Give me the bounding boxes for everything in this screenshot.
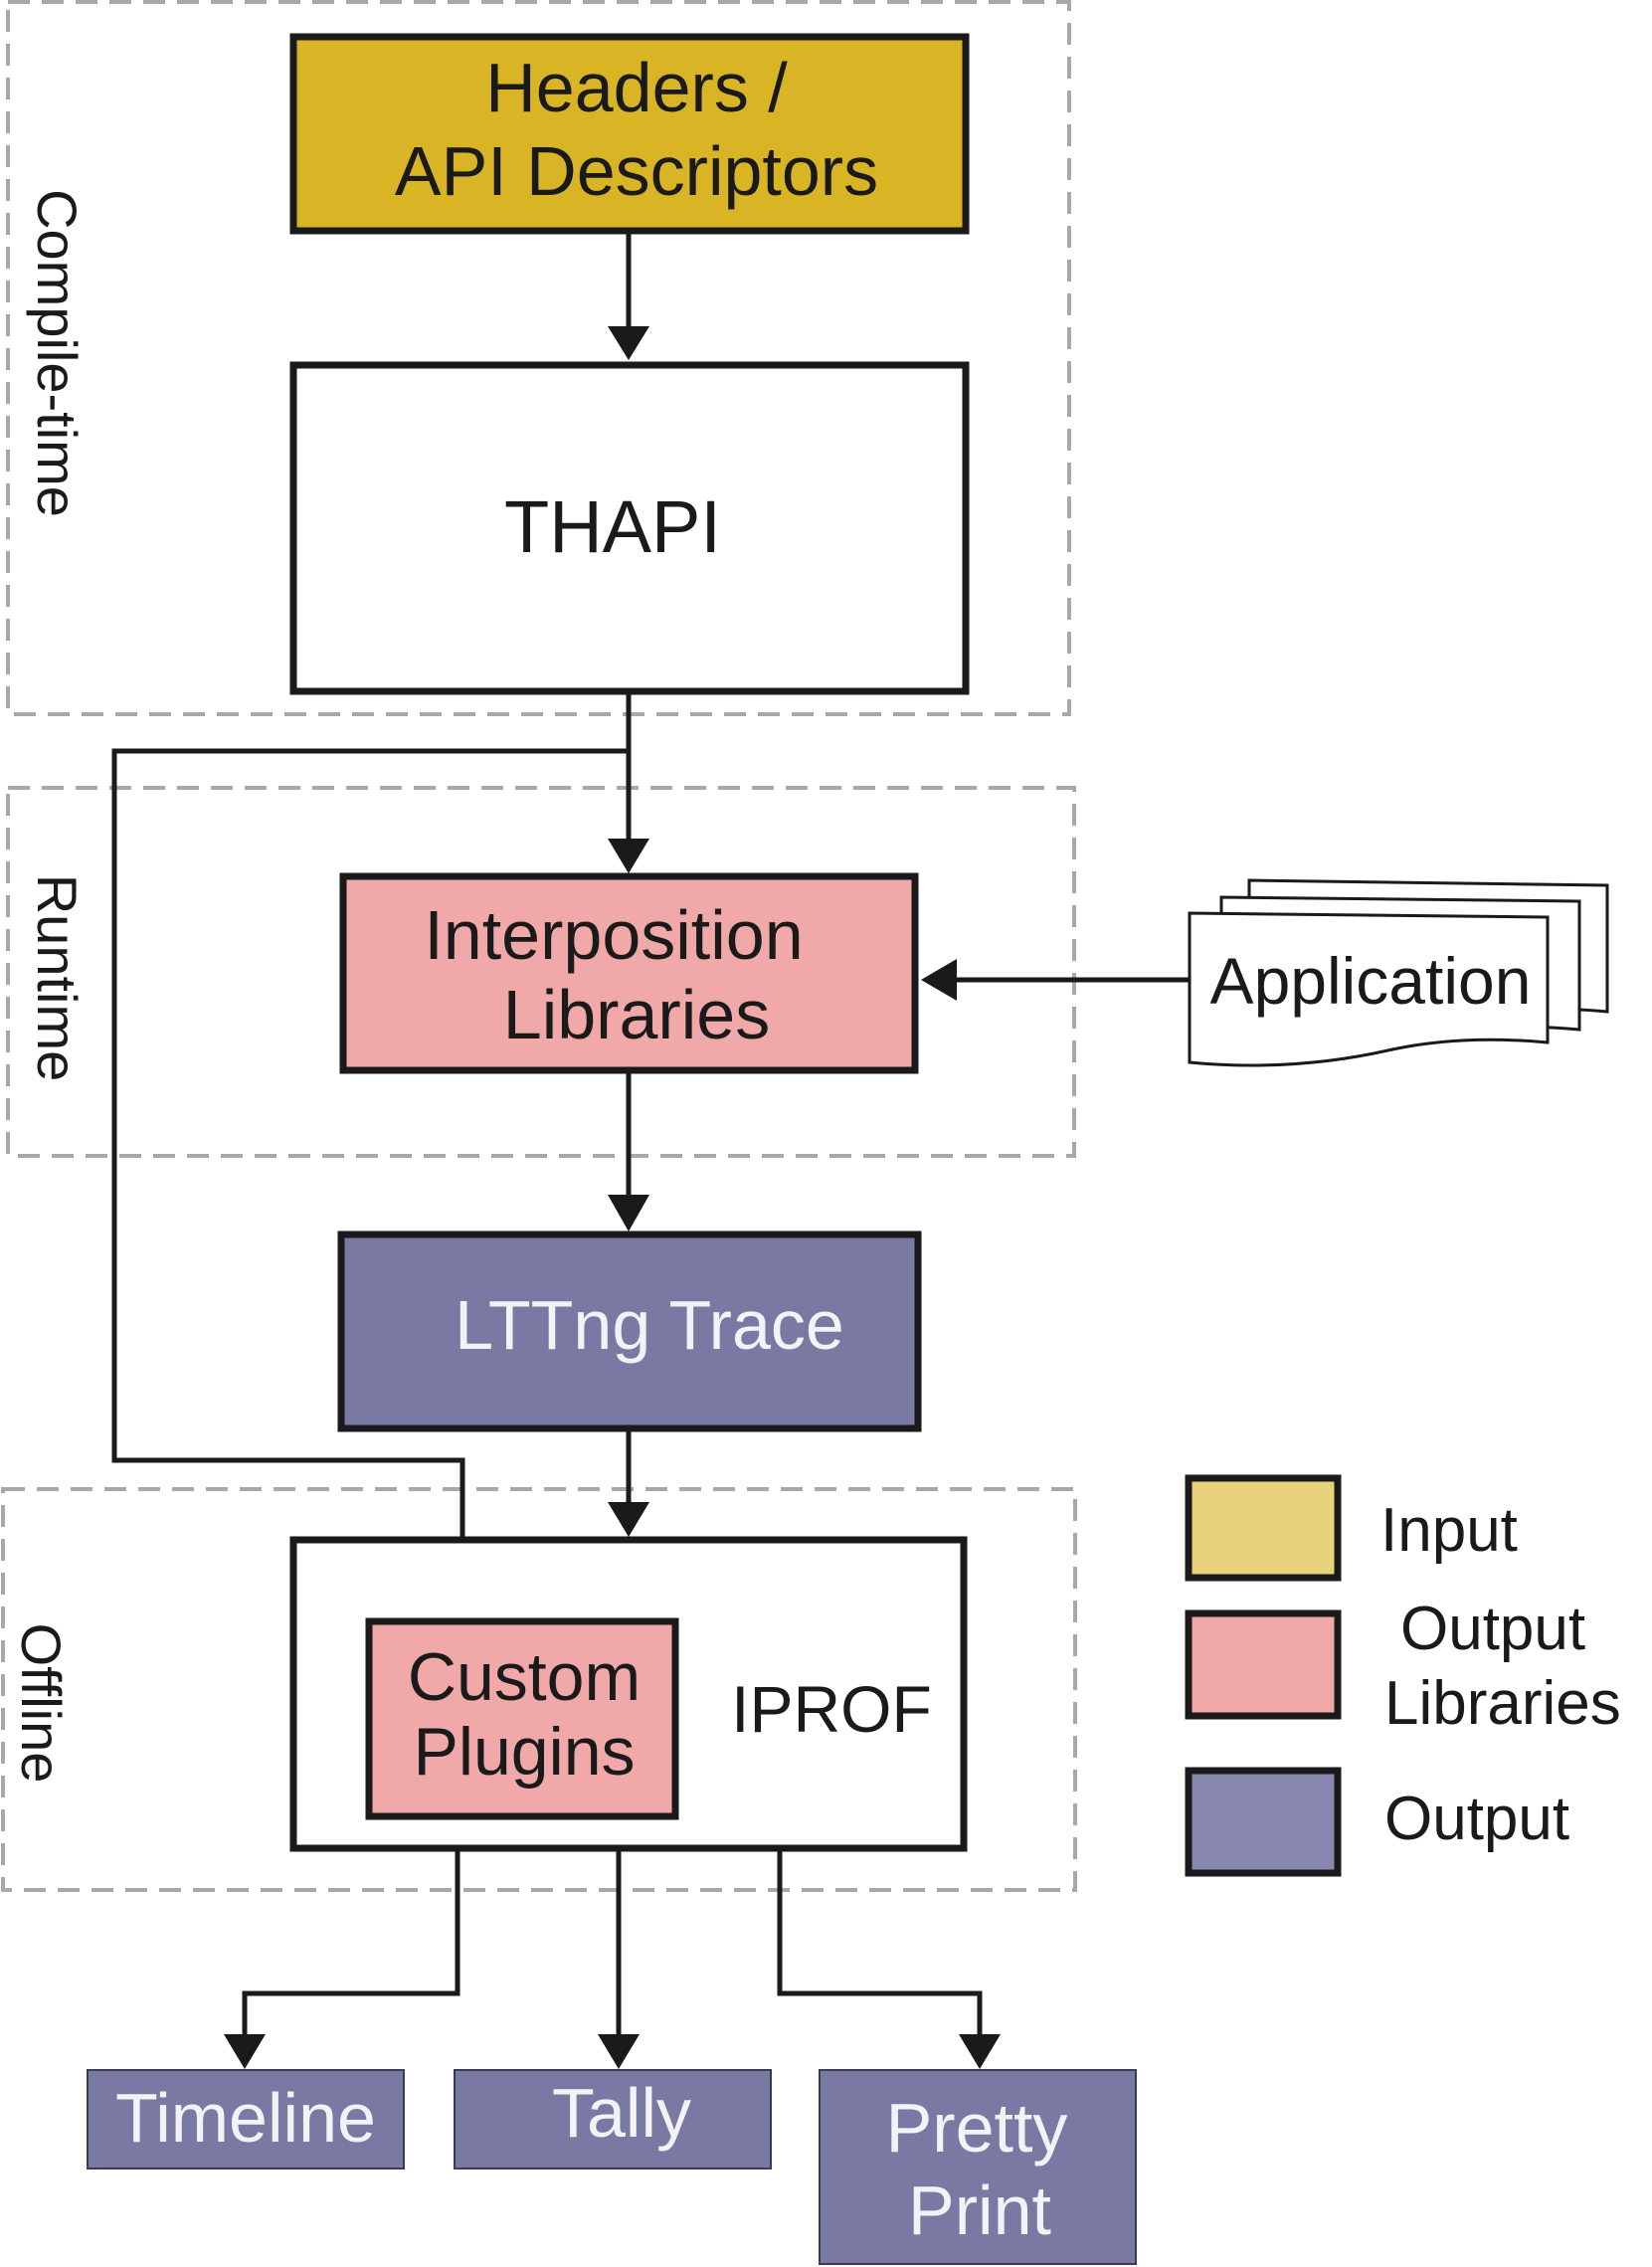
iprof-to-timeline-connector <box>242 1850 460 2036</box>
arrowhead-lttng-to-iprof <box>608 1502 649 1537</box>
interposition-label-line2: Libraries <box>503 976 770 1053</box>
interposition-libraries-box <box>339 872 919 1074</box>
iprof-label: IPROF <box>731 1672 932 1746</box>
custom-plugins-box <box>365 1617 679 1820</box>
lttng-trace-label: LTTng Trace <box>455 1286 844 1364</box>
timeline-box <box>87 2069 405 2170</box>
compile-time-region <box>6 0 1071 716</box>
legend-output-libraries-label-line2: Libraries <box>1384 1669 1621 1738</box>
arrowhead-iprof-to-tally <box>598 2034 640 2069</box>
arrowhead-application-to-interposition <box>921 959 957 1001</box>
legend-output-label: Output <box>1384 1785 1569 1853</box>
interposition-label-line1: Interposition <box>424 896 803 974</box>
legend: Input Output Libraries Output <box>1185 1474 1621 1877</box>
arrowhead-iprof-to-pretty-print <box>959 2034 1001 2069</box>
iprof-to-pretty-print-connector <box>777 1850 983 2036</box>
pretty-print-label-line2: Print <box>908 2172 1051 2249</box>
legend-output-libraries-label-line1: Output <box>1400 1595 1585 1663</box>
pretty-print-box <box>819 2069 1137 2265</box>
legend-input-label: Input <box>1380 1496 1518 1565</box>
legend-output-libraries-swatch <box>1185 1609 1342 1720</box>
runtime-region <box>6 786 1076 1158</box>
thapi-label: THAPI <box>504 485 721 568</box>
headers-label-line1: Headers / <box>485 49 788 126</box>
custom-plugins-label-line2: Plugins <box>413 1714 635 1790</box>
arrowhead-thapi-to-interposition <box>608 839 649 873</box>
lttng-trace-box <box>337 1230 922 1432</box>
compile-time-label: Compile-time <box>26 189 89 517</box>
pretty-print-label-line1: Pretty <box>886 2089 1068 2167</box>
tally-box <box>454 2069 772 2170</box>
headers-api-descriptors-box <box>289 33 970 235</box>
offline-region <box>1 1487 1077 1892</box>
application-document-stack <box>1188 878 1609 1067</box>
timeline-label: Timeline <box>115 2079 376 2157</box>
arrowhead-iprof-to-timeline <box>224 2034 266 2069</box>
arrowhead-interposition-to-lttng <box>608 1195 649 1231</box>
legend-output-swatch <box>1185 1767 1342 1877</box>
thapi-to-plugins-connector <box>111 748 629 1580</box>
arrowhead-headers-to-thapi <box>608 326 649 360</box>
application-page-front <box>1188 911 1550 1067</box>
legend-input-swatch <box>1185 1474 1342 1582</box>
thapi-box <box>289 361 970 695</box>
offline-label: Offline <box>10 1623 73 1784</box>
custom-plugins-label-line1: Custom <box>408 1639 641 1715</box>
application-label: Application <box>1210 944 1532 1018</box>
tally-label: Tally <box>552 2074 691 2152</box>
runtime-label: Runtime <box>26 874 89 1082</box>
headers-label-line2: API Descriptors <box>395 132 878 210</box>
